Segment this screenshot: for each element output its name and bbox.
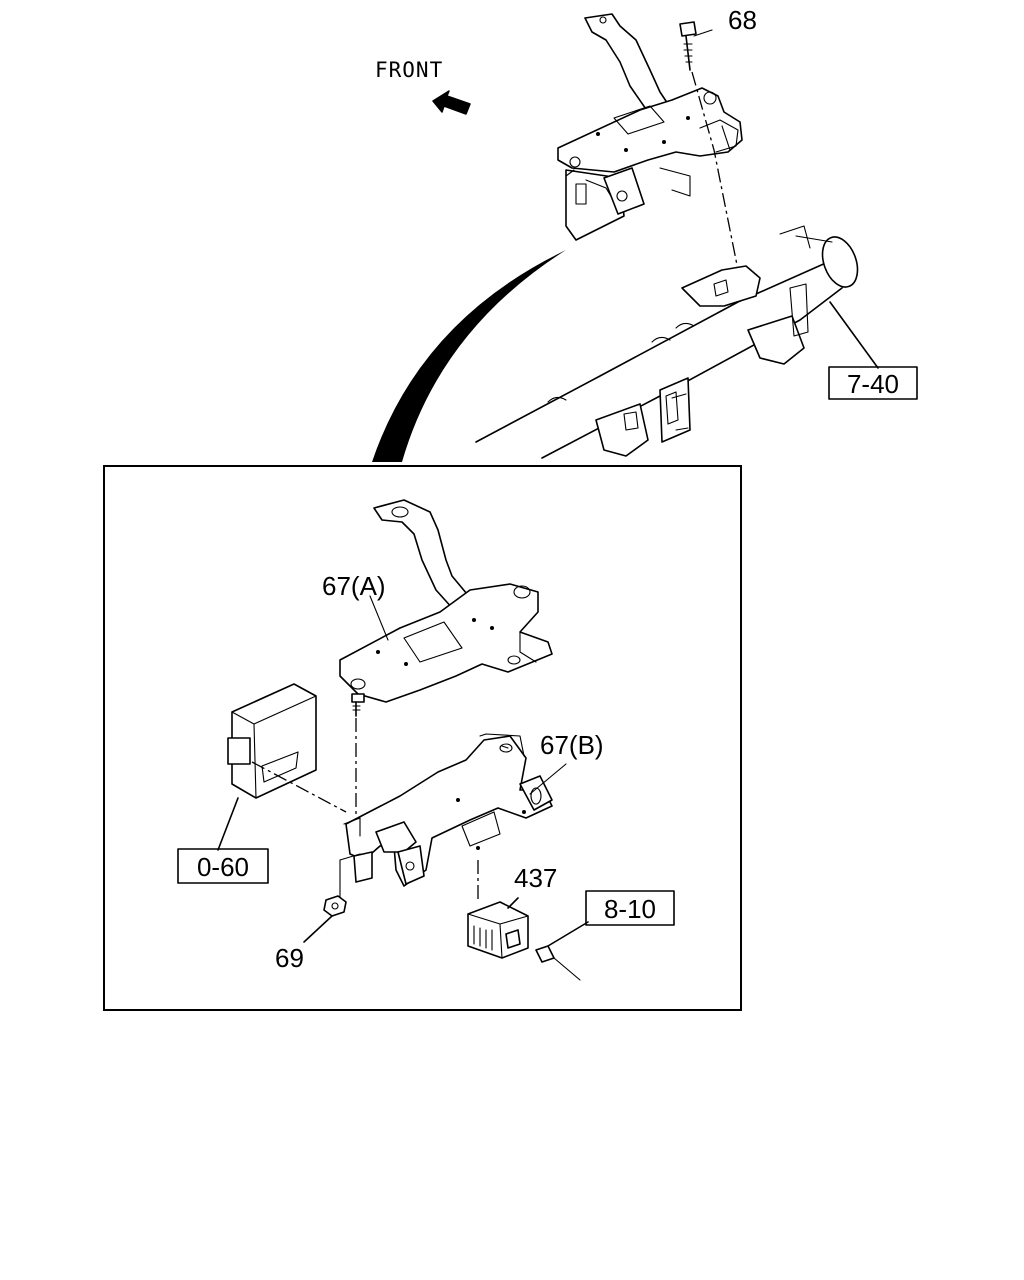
ref-harness-text: 8-10 [604, 894, 656, 924]
callout-67b[interactable]: 67(B) [540, 730, 604, 760]
screw [351, 693, 365, 717]
ref-crossmember-text: 7-40 [847, 369, 899, 399]
callout-437[interactable]: 437 [514, 863, 557, 893]
harness-connector [535, 921, 589, 981]
front-indicator: FRONT [375, 58, 471, 115]
control-unit [217, 683, 347, 851]
crossmember [475, 225, 879, 459]
bracket-67a [339, 499, 553, 703]
callout-68[interactable]: 68 [728, 5, 757, 35]
ref-control-unit-text: 0-60 [197, 852, 249, 882]
ref-box-crossmember[interactable]: 7-40 [828, 366, 918, 400]
detail-frame [103, 465, 742, 1011]
callout-67a[interactable]: 67(A) [322, 571, 386, 601]
bracket-67b [339, 733, 567, 899]
ref-box-harness[interactable]: 8-10 [585, 890, 675, 926]
relay [467, 860, 529, 959]
arrow-left-icon [432, 90, 471, 115]
callout-69[interactable]: 69 [275, 943, 304, 973]
upper-assembly [557, 13, 743, 241]
ref-box-control-unit[interactable]: 0-60 [177, 848, 269, 884]
nut [303, 895, 347, 943]
front-label: FRONT [375, 58, 443, 82]
detail-arrow [372, 250, 566, 462]
